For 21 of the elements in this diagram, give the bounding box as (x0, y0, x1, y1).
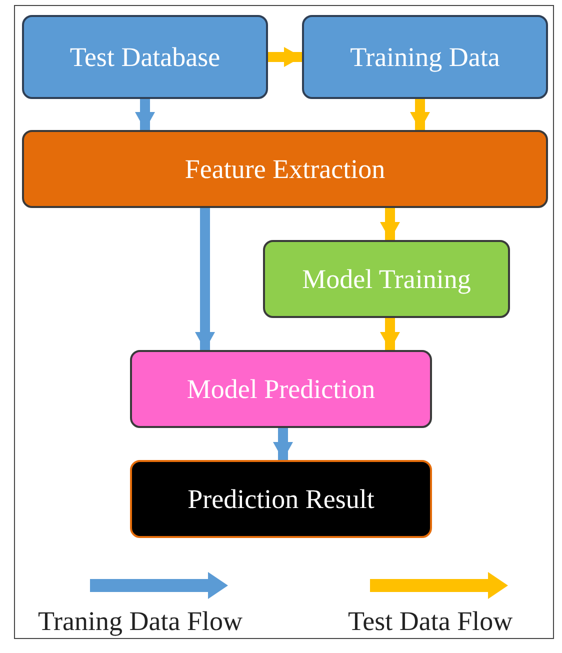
arrow (268, 47, 302, 67)
process-box (263, 240, 510, 318)
arrow (195, 208, 215, 350)
process-box (130, 350, 432, 428)
box-label: Prediction Result (186, 484, 376, 514)
arrow (380, 208, 400, 240)
box-label: Training Data (349, 42, 501, 72)
legend-label: Test Data Flow (348, 606, 513, 637)
arrow (410, 99, 430, 130)
arrow (135, 99, 155, 130)
arrow (273, 428, 293, 460)
box-label: Test Database (68, 42, 222, 72)
box-label: Model Prediction (186, 374, 376, 404)
process-box (22, 130, 548, 208)
legend-label: Traning Data Flow (38, 606, 243, 637)
process-box (130, 460, 432, 538)
box-label: Model Training (301, 264, 472, 294)
arrow (380, 318, 400, 350)
box-label: Feature Extraction (184, 154, 386, 184)
process-box (302, 15, 548, 99)
process-box (22, 15, 268, 99)
